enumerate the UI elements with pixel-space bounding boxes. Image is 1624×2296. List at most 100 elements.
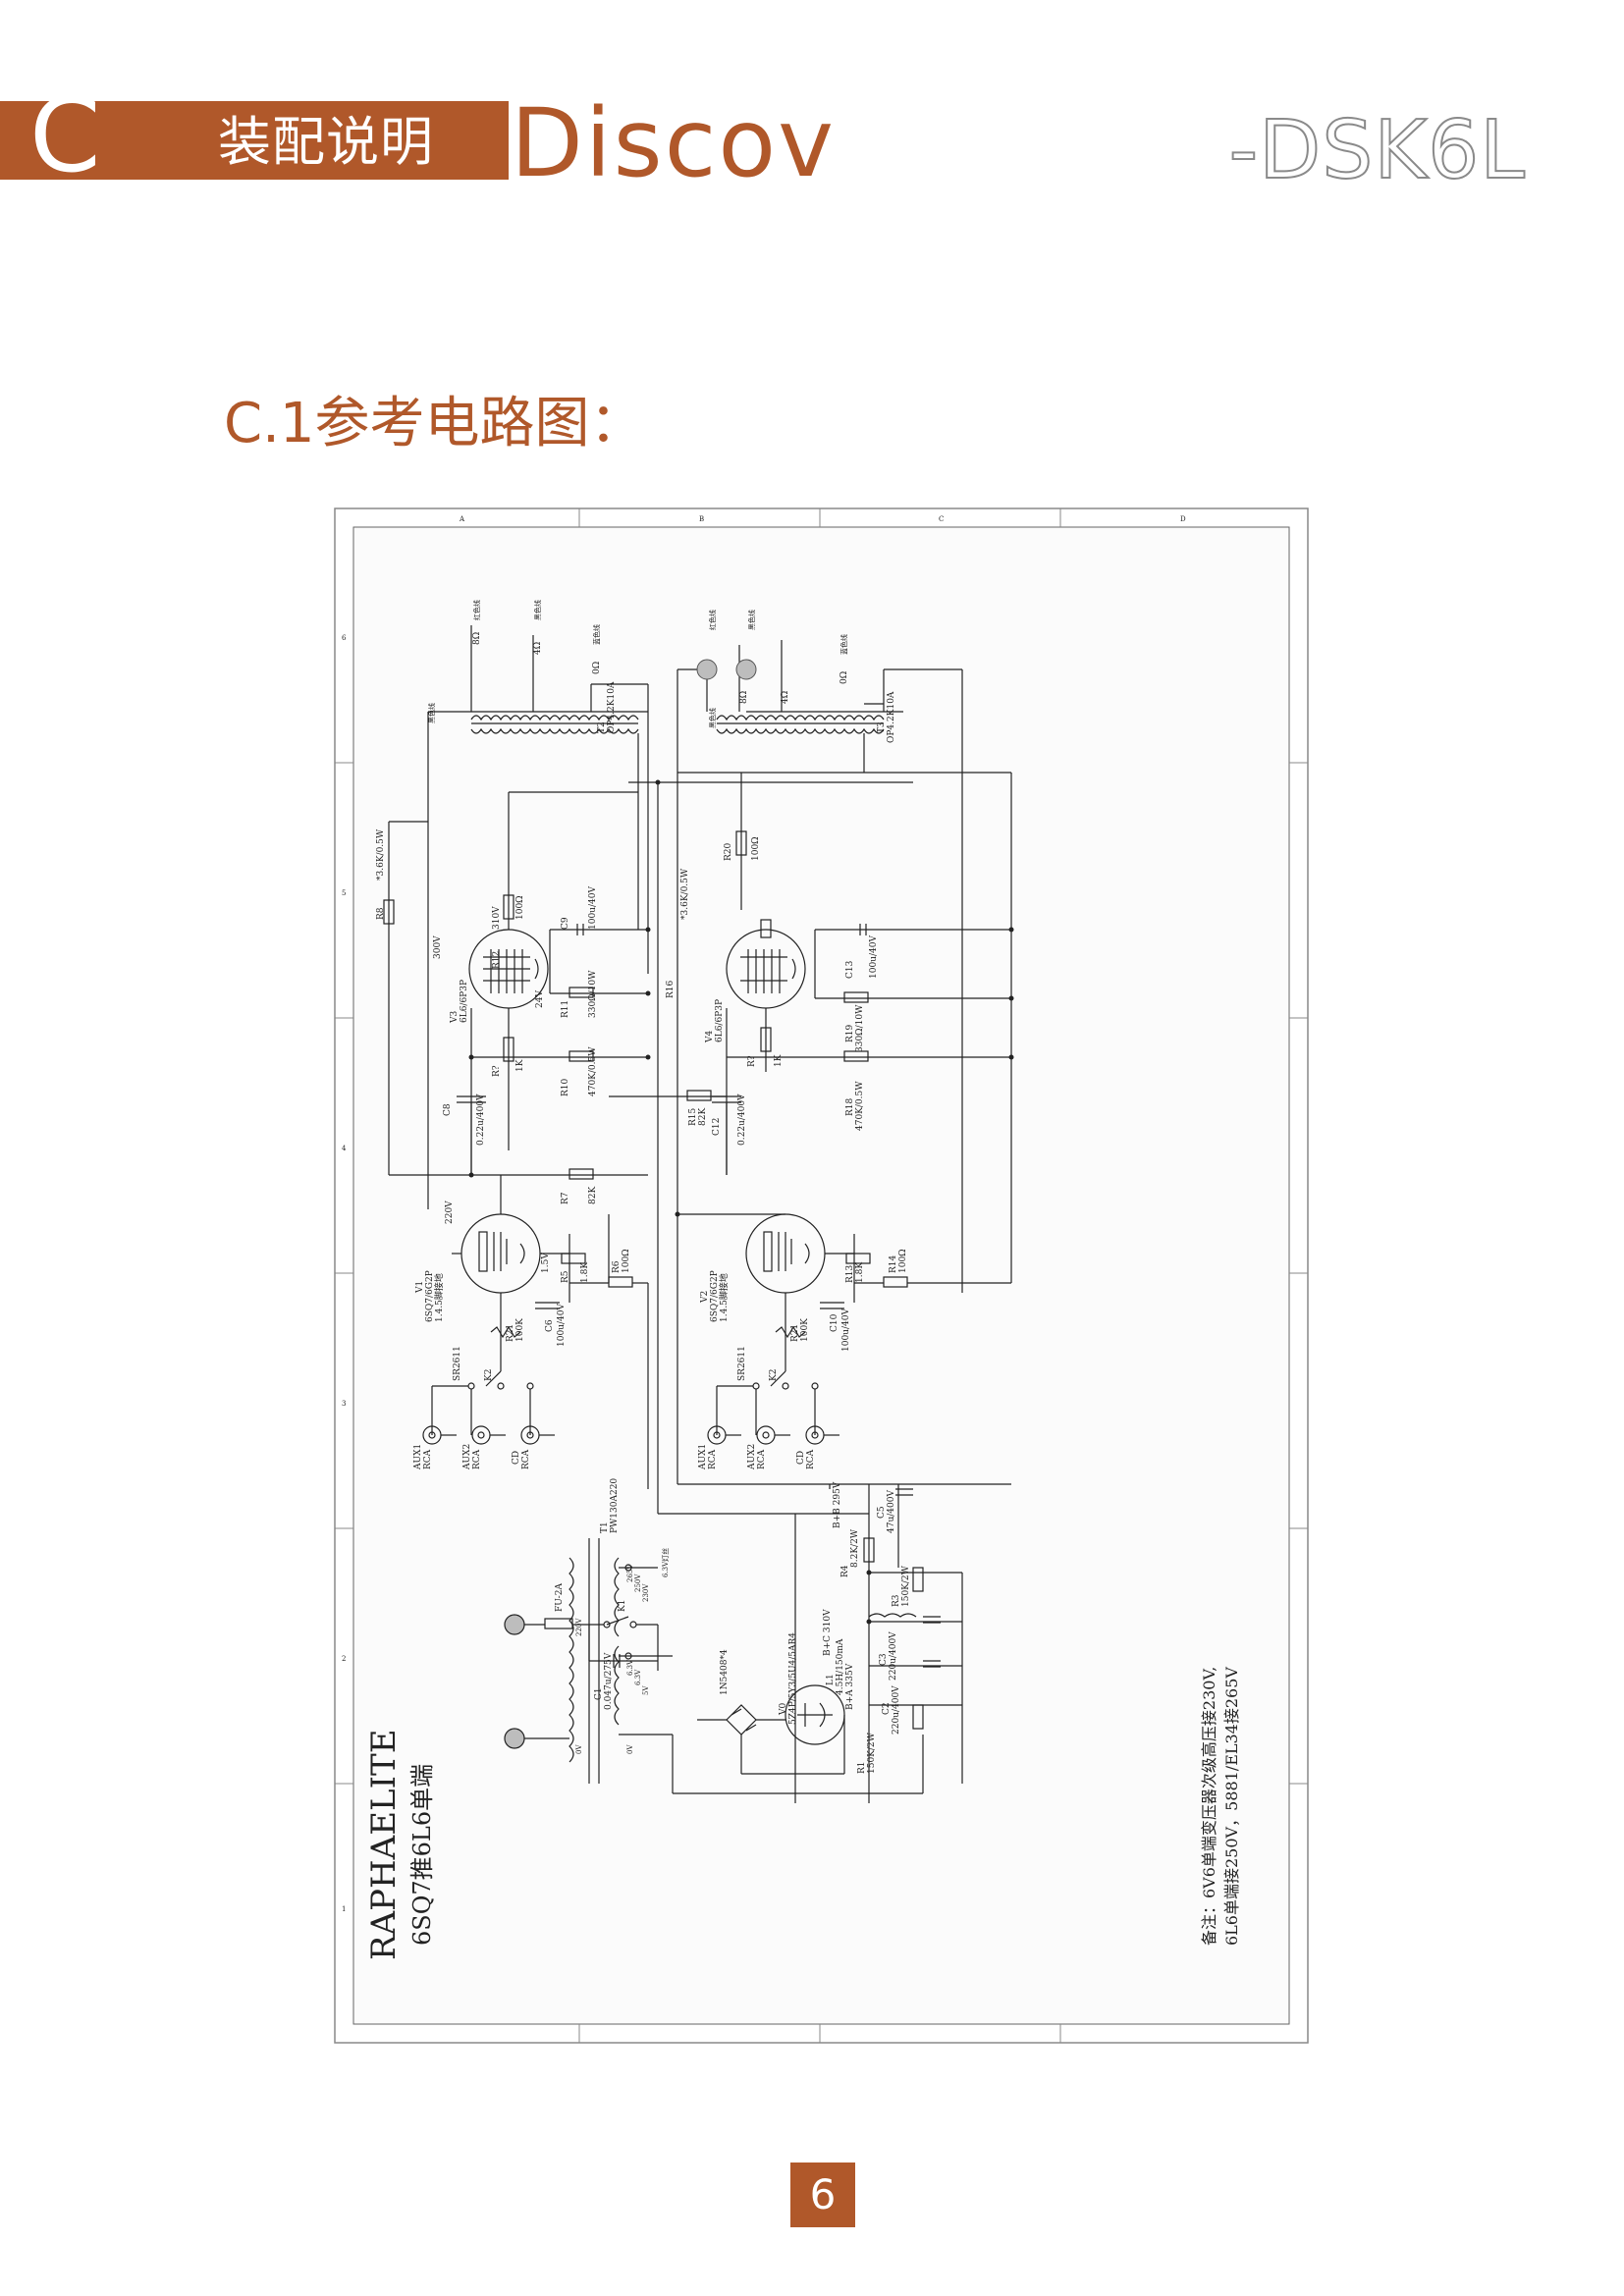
v0-ref: V0 — [779, 1703, 788, 1716]
r18-value: 470K/0.5W — [855, 1081, 865, 1131]
frame-row-3: 3 — [342, 1400, 346, 1408]
v1-voltage: 220V — [445, 1201, 455, 1224]
left-input-aux1: AUX1 — [413, 1444, 423, 1470]
schematic-note-1: 备注：6V6单端变压器次级高压接230V, — [1200, 1667, 1218, 1946]
rail-bc: B+C 310V — [823, 1609, 833, 1656]
r-cathode2-ref: R? — [747, 1055, 757, 1067]
r4-value: 8.2K/2W — [850, 1528, 860, 1568]
v0-type: 5Z4P/5Y3/5U4/5AR4 — [788, 1632, 798, 1725]
t1-pri-220: 220V — [575, 1618, 583, 1636]
r15-value: 82K — [698, 1108, 708, 1126]
c2-value: 220u/400V — [892, 1685, 901, 1735]
t1-sec-250: 250V — [634, 1574, 642, 1592]
l1-ref: L1 — [826, 1674, 836, 1685]
v4-type: 6L6/6P3P — [715, 999, 725, 1042]
c1-value: 0.047u/275V — [604, 1652, 614, 1710]
t2-ref: T2 — [597, 721, 607, 733]
v1-type: 6SQ7/6G2P — [425, 1270, 435, 1322]
c1-ref: C1 — [594, 1687, 604, 1700]
r21-left-value: 100K — [515, 1318, 525, 1342]
r10-ref: R10 — [561, 1078, 570, 1096]
t3-spec: OP4.2K10A — [887, 691, 896, 743]
t1-sec-0: 0V — [626, 1744, 634, 1754]
r13-ref: R13 — [845, 1264, 855, 1283]
model-number: -DSK6L — [1228, 104, 1526, 197]
v1-pin-voltage: 1.5V — [541, 1253, 551, 1273]
r7-value: 82K — [588, 1187, 598, 1204]
left-conn-3: RCA — [521, 1449, 531, 1469]
c13-ref: C13 — [845, 960, 855, 979]
c12-value: 0.22u/400V — [737, 1094, 747, 1146]
t2-tap-label-black: 黑色线 — [533, 600, 542, 620]
r3-ref: R3 — [892, 1594, 901, 1607]
frame-row-6: 6 — [342, 634, 347, 642]
k2-right-ref: K2 — [769, 1369, 779, 1381]
t3-tap-label-black2: 黑色线 — [708, 708, 717, 728]
r21-left-ref: R21 — [506, 1324, 515, 1342]
fuse-label: FU-2A — [555, 1583, 565, 1612]
t3-tap-8: 8Ω — [739, 691, 749, 704]
c12-ref: C12 — [712, 1118, 722, 1136]
page-number: 6 — [790, 2163, 855, 2227]
t1-sec-5: 5V — [642, 1685, 650, 1695]
r8-ref: R8 — [376, 907, 386, 920]
t1-ref: T1 — [600, 1522, 610, 1533]
v2-ref: V2 — [700, 1291, 710, 1304]
r12-value: 100Ω — [515, 895, 525, 920]
r6-ref: R6 — [612, 1260, 622, 1273]
v3-ref: V3 — [450, 1011, 460, 1024]
v3-voltage-screen: 300V — [433, 935, 443, 959]
t2-spec: OP4.2K10A — [607, 681, 617, 733]
right-input-aux1: AUX1 — [698, 1444, 708, 1470]
r-cathode2-value: 1K — [774, 1054, 784, 1067]
r20-ref: R20 — [724, 842, 733, 861]
r7-ref: R7 — [561, 1192, 570, 1204]
r21-right-value: 100K — [800, 1318, 810, 1342]
k2-left-part: SR2611 — [453, 1346, 462, 1381]
left-input-aux2: AUX2 — [462, 1444, 472, 1470]
frame-row-2: 2 — [342, 1655, 346, 1663]
r-cathode-value: 1K — [515, 1059, 525, 1072]
c5-value: 47u/400V — [887, 1490, 896, 1533]
c10-value: 100u/40V — [841, 1308, 851, 1352]
r15-ref: R15 — [688, 1107, 698, 1126]
r1-value: 150K/2W — [867, 1732, 877, 1774]
c6-ref: C6 — [545, 1319, 555, 1332]
t1-sec-63b: 6.3V — [634, 1669, 642, 1685]
r14-value: 100Ω — [898, 1249, 908, 1273]
r11-ref: R11 — [561, 1000, 570, 1018]
t1-sec-230: 230V — [642, 1583, 650, 1602]
r19-ref: R19 — [845, 1024, 855, 1042]
r-cathode-ref: R? — [492, 1065, 502, 1077]
t1-heater-note: 6.3V灯丝 — [661, 1548, 670, 1577]
c13-value: 100u/40V — [869, 935, 879, 979]
r14-ref: R14 — [889, 1255, 898, 1273]
r11-value: 330Ω/10W — [588, 970, 598, 1018]
t2-tap-8: 8Ω — [472, 632, 482, 645]
c3-value: 220u/400V — [889, 1631, 898, 1681]
r3-value: 150K/2W — [901, 1565, 911, 1607]
r12-ref: R12 — [492, 951, 502, 969]
v3-voltage-plate: 310V — [492, 906, 502, 930]
r4-ref: R4 — [840, 1565, 850, 1577]
t1-sec-265: 265V — [626, 1564, 634, 1582]
frame-col-a: A — [459, 515, 465, 523]
v2-note: 1.4.5脚接地 — [718, 1273, 730, 1322]
brand-name: Discov — [511, 88, 836, 198]
c10-ref: C10 — [830, 1313, 839, 1332]
r13-value: 1.8K — [855, 1262, 865, 1283]
v3-type: 6L6/6P3P — [460, 980, 469, 1023]
diodes-label: 1N5408*4 — [720, 1649, 730, 1695]
right-input-cd: CD — [796, 1451, 806, 1465]
circuit-schematic: A B C D 6 5 4 3 2 1 — [334, 507, 1309, 2044]
frame-row-4: 4 — [342, 1145, 347, 1152]
frame-row-1: 1 — [342, 1905, 346, 1913]
t1-pri-0: 0V — [575, 1744, 583, 1754]
k1-label: K1 — [618, 1600, 627, 1612]
t1-spec: PW130A220 — [610, 1478, 620, 1533]
section-letter: C — [29, 76, 101, 195]
r16-ref: R16 — [666, 980, 676, 998]
v1-note: 1.4.5脚接地 — [433, 1273, 445, 1322]
k2-left-ref: K2 — [484, 1369, 494, 1381]
t1-sec-63a: 6.3V — [626, 1659, 634, 1676]
